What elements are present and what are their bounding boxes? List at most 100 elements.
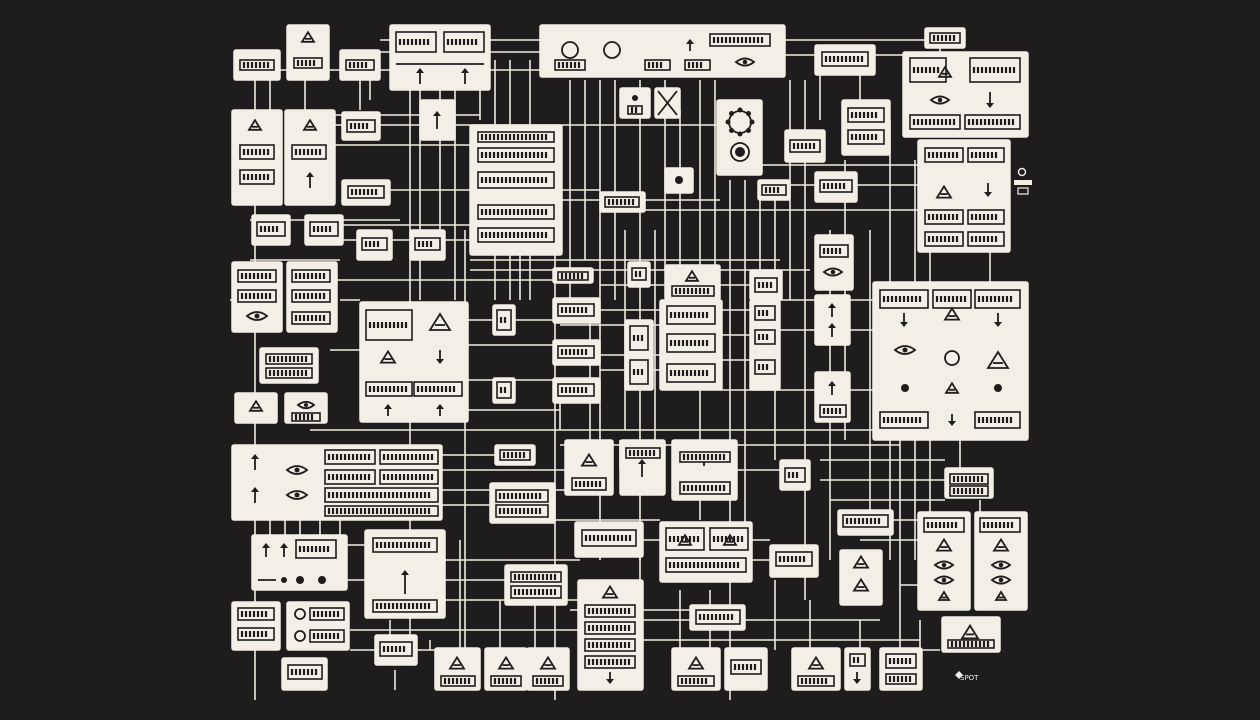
arrow-down-icon [436, 359, 444, 364]
block-d4 [841, 99, 891, 156]
label-plate [677, 675, 715, 687]
eye-icon [990, 575, 1012, 585]
triangle-warning-icon [722, 533, 738, 546]
triangle-warning-icon [684, 269, 700, 282]
diagram-blocks [231, 24, 1032, 691]
label-plate [967, 231, 1005, 247]
block-r4 [526, 647, 570, 691]
block-i4 [552, 377, 601, 404]
block-a3 [339, 49, 381, 81]
triangle-warning-icon [302, 118, 318, 131]
block-i2 [552, 297, 601, 324]
eye-icon [822, 267, 844, 277]
triangle-warning-icon [944, 381, 960, 394]
eye-icon [902, 347, 908, 353]
arrow-up-icon [251, 487, 259, 492]
cross-line [657, 90, 678, 116]
block-o3 [769, 544, 819, 578]
arrow-up-icon [262, 543, 270, 548]
block-j3 [814, 371, 851, 423]
block-h3 [664, 264, 721, 301]
dot-icon [749, 119, 755, 125]
block-m3 [659, 521, 753, 583]
block-gear [716, 99, 763, 176]
block-r6 [724, 647, 768, 691]
eye-icon [245, 311, 269, 321]
dot-icon [632, 95, 638, 101]
label-plate [784, 467, 806, 483]
block-l1 [494, 444, 536, 466]
arrow-up-icon [461, 68, 469, 73]
circle-node-icon [944, 350, 960, 366]
eye-icon [296, 400, 316, 410]
block-d7 [814, 171, 858, 203]
triangle-warning-icon [601, 584, 619, 599]
block-control-panel [902, 51, 1029, 138]
block-i8 [814, 294, 851, 346]
block-h5-frame [814, 234, 854, 291]
block-f2 [304, 214, 344, 246]
block-r1 [374, 634, 418, 666]
block-b1 [814, 44, 876, 76]
signature-glyph [955, 671, 963, 679]
indicator-plate [1014, 180, 1032, 185]
eye-icon [285, 465, 309, 475]
block-n2 [974, 511, 1028, 611]
eye-icon [893, 345, 917, 355]
block-o2 [364, 529, 446, 619]
circle-node-icon [561, 41, 579, 59]
block-matrix-right-frame [872, 281, 1029, 441]
block-g1 [231, 261, 283, 333]
block-a1 [233, 49, 281, 81]
block-r7 [791, 647, 841, 691]
dot-icon [735, 147, 745, 157]
triangle-warning-icon [986, 350, 1010, 369]
block-h1 [552, 267, 594, 284]
arrow-up-icon [416, 68, 424, 73]
block-r2 [434, 647, 481, 691]
triangle-warning-icon [852, 577, 870, 592]
dot-icon [296, 576, 304, 584]
label-plate [345, 59, 375, 71]
eye-icon [941, 562, 947, 568]
block-i3 [552, 339, 601, 366]
block-l3 [564, 439, 614, 496]
dot-icon [729, 111, 735, 117]
triangle-warning-icon [539, 655, 557, 670]
eye-icon [998, 577, 1004, 583]
block-h5 [814, 234, 854, 291]
circle-node-icon [603, 41, 621, 59]
label-plate [477, 204, 555, 220]
block-b2 [924, 27, 966, 49]
eye-icon [929, 95, 951, 105]
label-plate [909, 57, 947, 83]
eye-icon [734, 57, 756, 67]
triangle-warning-icon [428, 312, 452, 331]
label-plate [477, 131, 555, 143]
triangle-warning-icon [448, 655, 466, 670]
eye-icon [742, 59, 748, 65]
arrow-down-icon [986, 103, 994, 108]
block-matrix-left [359, 301, 469, 423]
dot-icon [901, 384, 909, 392]
eye-icon [998, 562, 1004, 568]
block-c2 [284, 109, 336, 206]
block-q2 [286, 601, 350, 651]
label-plate [347, 185, 385, 199]
dot-icon [281, 577, 287, 583]
block-r3 [484, 647, 528, 691]
eye-icon [933, 575, 955, 585]
label-plate [847, 107, 885, 123]
arrow-up-icon [306, 172, 314, 177]
triangle-warning-icon [687, 655, 705, 670]
label-plate [847, 129, 885, 145]
arrow-up-icon [401, 570, 409, 575]
label-plate [695, 609, 741, 625]
circle-node-icon [294, 608, 306, 620]
block-l6 [779, 459, 811, 491]
triangle-warning-icon [677, 533, 693, 546]
eye-icon [304, 403, 308, 407]
triangle-warning-icon [935, 537, 953, 552]
circle-node-icon [294, 630, 306, 642]
